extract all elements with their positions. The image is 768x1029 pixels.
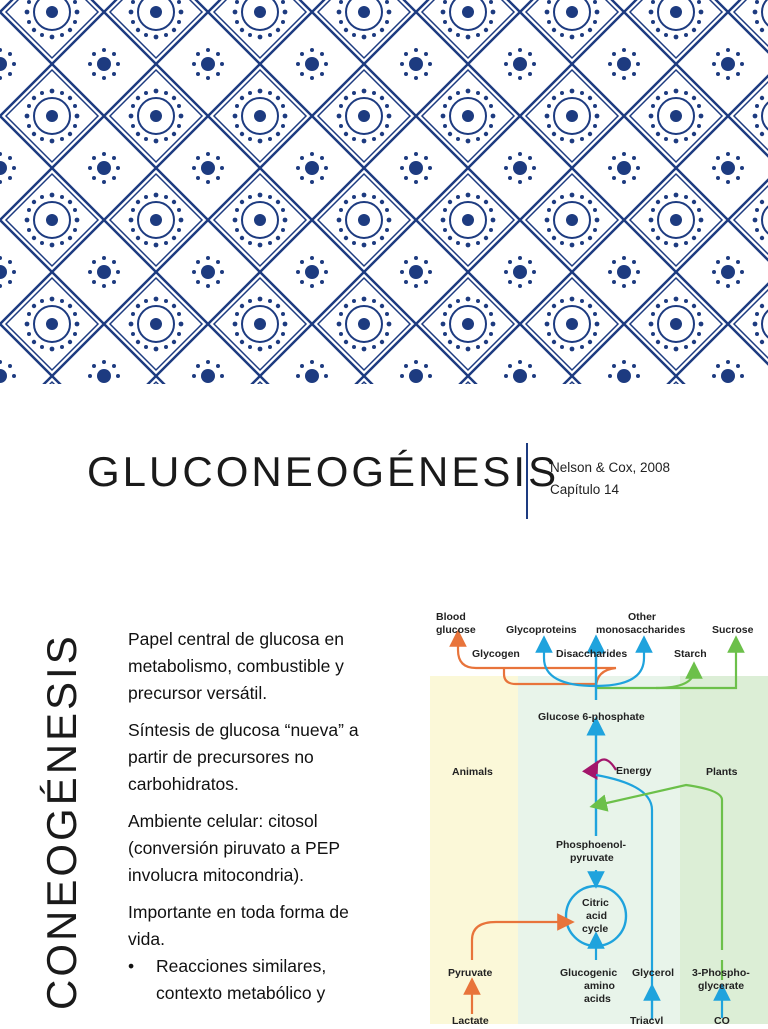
glucogenic-amino-acids-label: Glucogenic [560, 967, 617, 979]
other-monosaccharides-label: monosaccharides [596, 624, 685, 636]
bullet-item: Papel central de glucosa en metabolismo,… [128, 629, 344, 703]
bullet-list: Papel central de glucosa en metabolismo,… [128, 626, 390, 1007]
sucrose-label: Sucrose [712, 624, 754, 636]
pep-label: Phosphoenol- [556, 839, 626, 851]
bullet-item: Importante en toda forma de vida. [128, 902, 349, 949]
starch-label: Starch [674, 648, 707, 660]
glycogen-label: Glycogen [472, 648, 520, 660]
plants-panel [680, 676, 768, 1024]
arrow-to-starch [655, 661, 703, 690]
glycoproteins-label: Glycoproteins [506, 624, 577, 636]
blood-glucose-label: Blood [436, 611, 466, 623]
gluconeogenesis-diagram: Blood glucose Glycoproteins Other monosa… [416, 600, 768, 1027]
tile-pattern [0, 0, 768, 384]
arrow-to-blood-glucose [449, 629, 617, 689]
citric-acid-cycle-label: acid [586, 910, 607, 922]
3-phosphoglycerate-label: 3-Phospho- [692, 967, 750, 979]
arrow-to-sucrose [596, 635, 745, 690]
triacyl-label: Triacyl [630, 1015, 663, 1024]
slide-title: GLUCONEOGÉNESIS [87, 448, 560, 495]
glucogenic-amino-acids-label: acids [584, 993, 611, 1005]
plants-label: Plants [706, 766, 738, 778]
energy-arrow [582, 758, 617, 780]
decorative-pattern-header [0, 0, 768, 384]
glucose-6-phosphate-label: Glucose 6-phosphate [538, 711, 645, 723]
energy-label: Energy [616, 765, 652, 777]
arrow-to-glycogen [502, 668, 596, 686]
other-monosaccharides-label: Other [628, 611, 656, 623]
citric-acid-cycle-label: Citric [582, 897, 609, 909]
lactate-label: Lactate [452, 1015, 489, 1024]
reference-chapter: Capítulo 14 [550, 482, 620, 497]
arrow-to-glycoproteins [535, 635, 597, 688]
animals-label: Animals [452, 766, 493, 778]
reference-author: Nelson & Cox, 2008 [550, 460, 671, 475]
glucogenic-amino-acids-label: amino [584, 980, 615, 992]
pep-label: pyruvate [570, 852, 614, 864]
bullet-item: Síntesis de glucosa “nueva” a partir de … [128, 720, 359, 794]
sub-bullet-item: Reacciones similares, contexto metabólic… [128, 953, 390, 1007]
disaccharides-label: Disaccharides [556, 648, 627, 660]
animals-panel [430, 676, 518, 1024]
citric-acid-cycle-label: cycle [582, 923, 608, 935]
3-phosphoglycerate-label: glycerate [698, 980, 744, 992]
phosphoglycerate-path [589, 783, 724, 950]
glycerol-path [595, 773, 654, 1020]
glycerol-label: Glycerol [632, 967, 674, 979]
co2-label: CO [714, 1015, 730, 1024]
title-divider [526, 443, 528, 519]
arrow-to-monosaccharides [595, 635, 653, 688]
pathway-figure: Blood glucose Glycoproteins Other monosa… [430, 611, 768, 1027]
blood-glucose-label: glucose [436, 624, 476, 636]
pyruvate-path [470, 913, 575, 960]
bullet-item: Ambiente celular: citosol (conversión pi… [128, 811, 340, 885]
pyruvate-label: Pyruvate [448, 967, 493, 979]
vertical-side-title: CONEOGÉNESIS [38, 633, 85, 1010]
